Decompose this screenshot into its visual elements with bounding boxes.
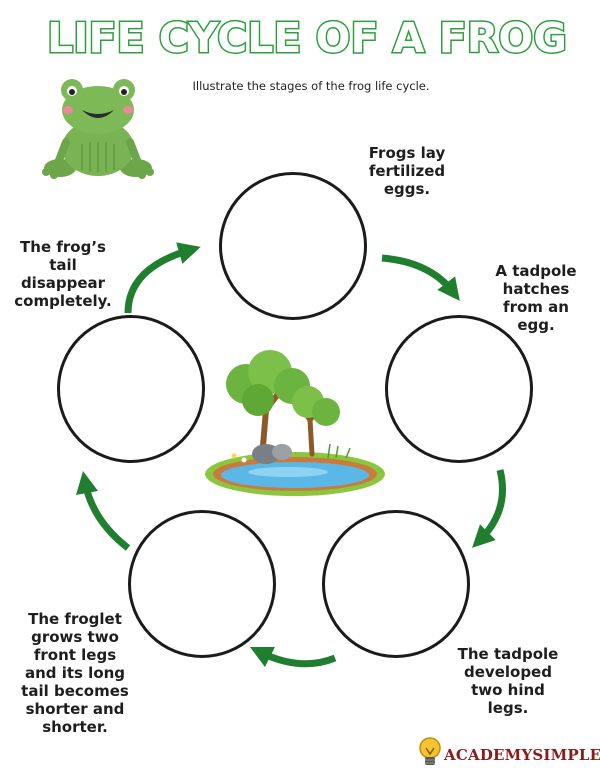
arrow-top-left: [124, 242, 201, 314]
stage-tadpole-drawing-area[interactable]: [385, 315, 533, 463]
caption-adult-frog: The frog’s tail disappear completely.: [14, 238, 112, 310]
arrow-left-up: [76, 470, 131, 551]
arrow-top-right: [381, 254, 460, 301]
caption-froglet: The froglet grows two front legs and its…: [21, 610, 129, 736]
instructions-text: Illustrate the stages of the frog life c…: [192, 79, 430, 93]
stage-tadpole-hind-legs-drawing-area[interactable]: [322, 510, 470, 658]
title-text: LIFE CYCLE OF A FROG: [47, 14, 567, 62]
caption-hind-legs: The tadpole developed two hind legs.: [457, 645, 559, 717]
caption-tadpole: A tadpole hatches from an egg.: [495, 262, 577, 334]
logo-text: ACADEMYSIMPLE: [444, 746, 600, 764]
arrow-right-down: [472, 469, 506, 548]
pond-trees-icon: [205, 350, 385, 496]
stage-adult-frog-drawing-area[interactable]: [57, 315, 205, 463]
page-title: LIFE CYCLE OF A FROG: [0, 6, 600, 66]
lightbulb-icon: [419, 737, 441, 765]
stage-froglet-drawing-area[interactable]: [128, 510, 276, 658]
academy-simple-logo: ACADEMYSIMPLE: [418, 736, 600, 772]
stage-egg-drawing-area[interactable]: [219, 172, 367, 320]
arrow-bottom-left: [249, 646, 337, 668]
caption-eggs: Frogs lay fertilized eggs.: [368, 144, 446, 198]
frog-icon: [42, 79, 154, 179]
